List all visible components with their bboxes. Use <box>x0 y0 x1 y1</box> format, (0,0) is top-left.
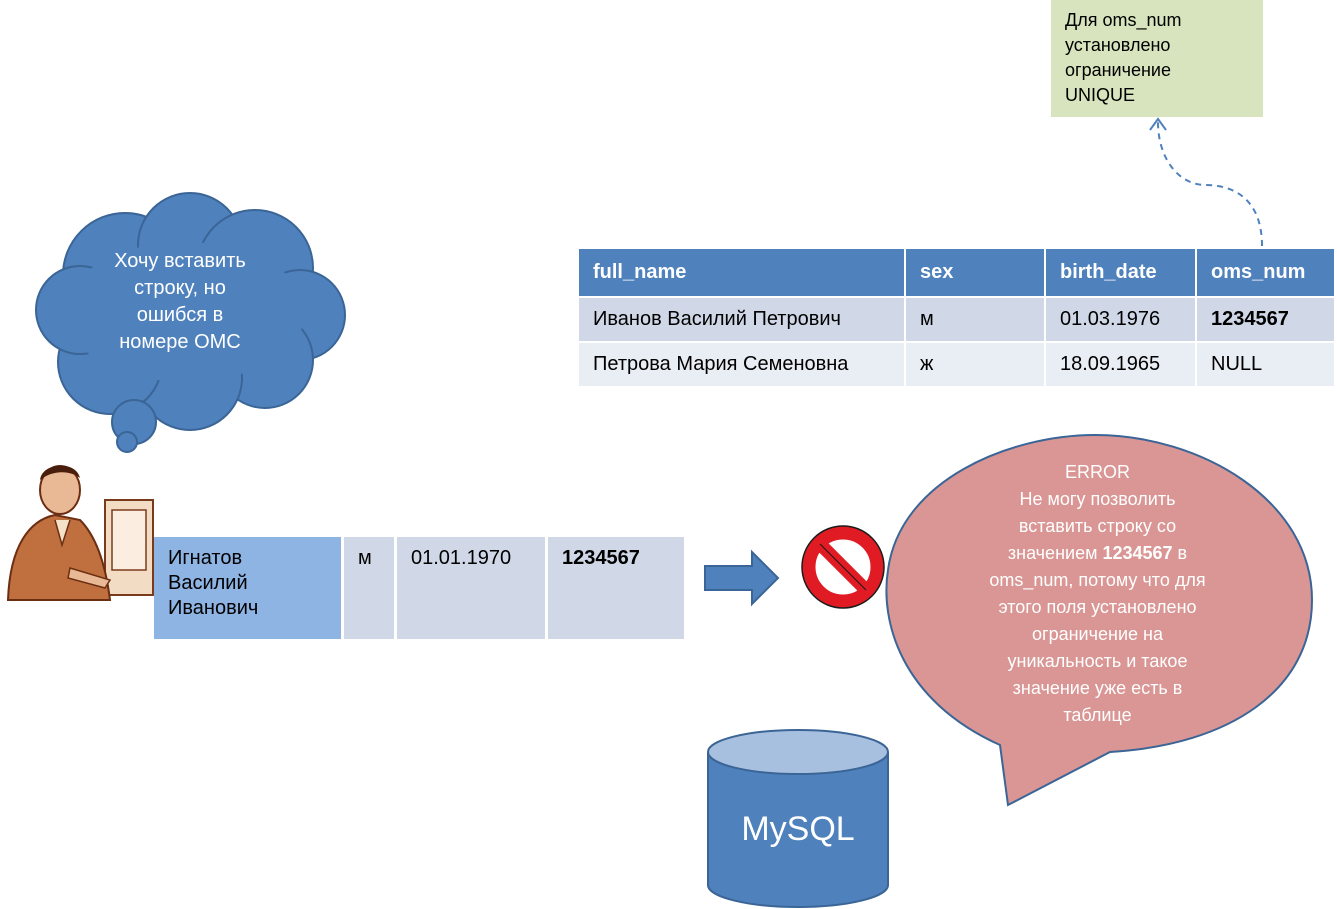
thought-line: ошибся в <box>136 304 224 326</box>
new-cell-birth-date: 01.01.1970 <box>397 537 548 639</box>
cell-full-name: Петрова Мария Семеновна <box>579 343 906 388</box>
error-line: oms_num, потому что для <box>989 570 1206 590</box>
name-line: Василий <box>168 572 248 594</box>
error-title: ERROR <box>1064 462 1130 482</box>
error-line: Не могу позволить <box>1019 489 1176 509</box>
cell-birth-date: 01.03.1976 <box>1046 298 1197 343</box>
cell-birth-date: 18.09.1965 <box>1046 343 1197 388</box>
new-row-to-insert: Игнатов Василий Иванович м 01.01.1970 12… <box>154 537 684 639</box>
error-line: таблице <box>1063 705 1132 725</box>
new-cell-sex: м <box>344 537 397 639</box>
table-header-row: full_name sex birth_date oms_num <box>579 249 1336 298</box>
table-row: Иванов Василий Петрович м 01.03.1976 123… <box>579 298 1336 343</box>
name-line: Иванович <box>168 597 259 619</box>
cell-sex: ж <box>906 343 1046 388</box>
table-row: Петрова Мария Семеновна ж 18.09.1965 NUL… <box>579 343 1336 388</box>
new-cell-full-name: Игнатов Василий Иванович <box>154 537 344 639</box>
database-cylinder-icon <box>707 729 889 908</box>
error-line: уникальность и такое <box>1007 651 1188 671</box>
error-line: вставить строку со <box>1018 516 1177 536</box>
error-line: значение уже есть в <box>1012 678 1183 698</box>
thought-line: строку, но <box>134 277 226 299</box>
database-label: MySQL <box>741 810 855 848</box>
header-birth-date: birth_date <box>1046 249 1197 298</box>
cell-oms-num: NULL <box>1197 343 1336 388</box>
cell-oms-num: 1234567 <box>1197 298 1336 343</box>
thought-cloud <box>35 192 346 453</box>
thought-text: Хочу вставить строку, но ошибся в номере… <box>82 248 278 356</box>
error-message: ERROR Не могу позволить вставить строку … <box>960 459 1235 729</box>
header-sex: sex <box>906 249 1046 298</box>
error-line: этого поля установлено <box>998 597 1197 617</box>
patients-table: full_name sex birth_date oms_num Иванов … <box>579 249 1336 388</box>
thought-line: Хочу вставить <box>114 250 246 272</box>
note-line: UNIQUE <box>1065 85 1136 105</box>
error-value-bold: 1234567 <box>1102 543 1173 563</box>
header-full-name: full_name <box>579 249 906 298</box>
note-line: ограничение <box>1065 60 1171 80</box>
note-line: Для oms_num <box>1065 10 1182 30</box>
error-text-fragment: в <box>1172 543 1188 563</box>
error-line: значением 1234567 в <box>960 540 1235 567</box>
header-oms-num: oms_num <box>1197 249 1336 298</box>
error-text-fragment: значением <box>1007 543 1103 563</box>
thought-line: номере ОМС <box>119 331 241 353</box>
error-speech-bubble <box>885 433 1314 807</box>
right-arrow-icon <box>704 549 780 607</box>
name-line: Игнатов <box>168 547 243 569</box>
cell-full-name: Иванов Василий Петрович <box>579 298 906 343</box>
no-entry-icon <box>801 525 885 609</box>
table-row: Игнатов Василий Иванович м 01.01.1970 12… <box>154 537 684 639</box>
dashed-connector-arrow <box>1149 117 1263 247</box>
cell-sex: м <box>906 298 1046 343</box>
person-at-computer-icon <box>6 465 154 601</box>
unique-constraint-note: Для oms_num установлено ограничение UNIQ… <box>1051 0 1263 117</box>
error-line: ограничение на <box>1032 624 1163 644</box>
note-line: установлено <box>1065 35 1171 55</box>
new-cell-oms-num: 1234567 <box>548 537 684 639</box>
